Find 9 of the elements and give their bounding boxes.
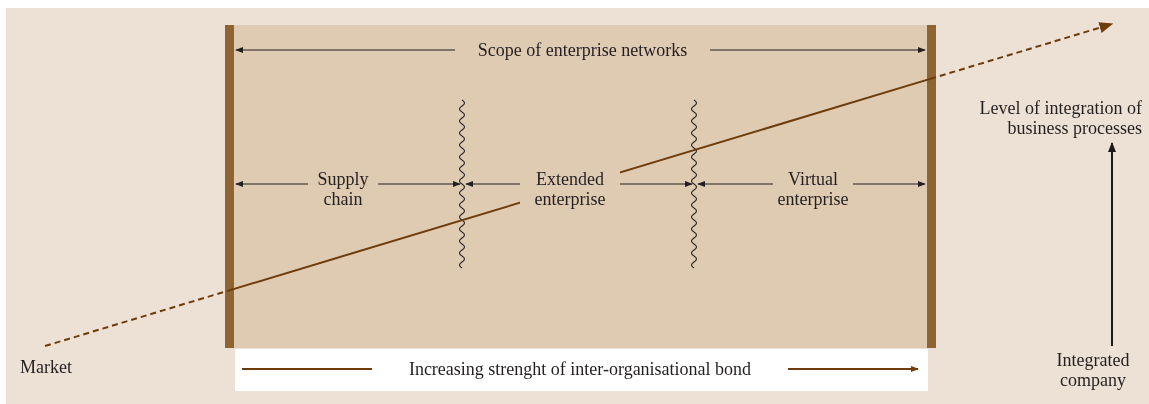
region-label: Virtual enterprise: [773, 169, 853, 209]
node-label: Level of integration of business processes: [950, 98, 1142, 138]
axis-label: Increasing strenght of inter-organisational bond: [372, 359, 788, 379]
region-label: Extended enterprise: [520, 169, 620, 209]
arrow: [44, 22, 1114, 347]
node-label: Integrated company: [1042, 350, 1144, 390]
region-label: Scope of enterprise networks: [455, 40, 710, 60]
node-label: Market: [20, 357, 90, 377]
arrow: [1108, 142, 1116, 347]
